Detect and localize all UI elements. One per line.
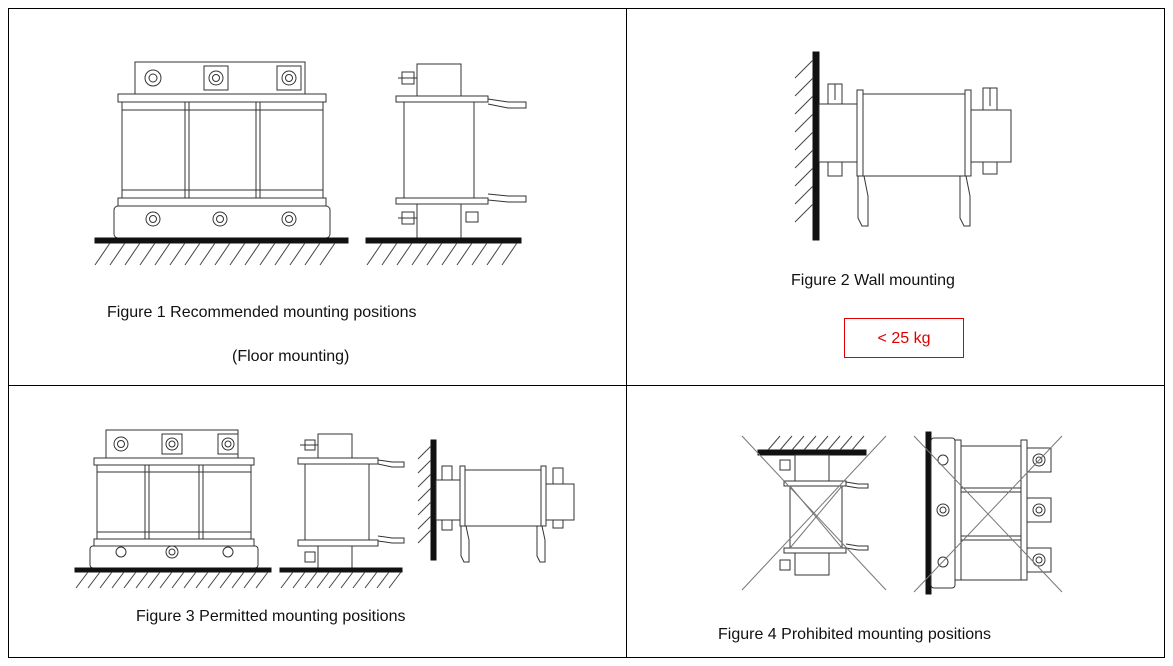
mounting-positions-table bbox=[8, 8, 1165, 658]
table-column-divider bbox=[626, 9, 627, 657]
figure-1-caption-subtitle: (Floor mounting) bbox=[232, 348, 350, 365]
table-row-divider bbox=[9, 385, 1164, 386]
figure-3-caption: Figure 3 Permitted mounting positions bbox=[136, 608, 406, 625]
figure-4-caption: Figure 4 Prohibited mounting positions bbox=[718, 626, 992, 643]
figure-1-caption: Figure 1 Recommended mounting positions bbox=[107, 304, 417, 321]
weight-limit-badge: < 25 kg bbox=[844, 318, 964, 358]
figure-2-caption: Figure 2 Wall mounting bbox=[791, 272, 955, 289]
